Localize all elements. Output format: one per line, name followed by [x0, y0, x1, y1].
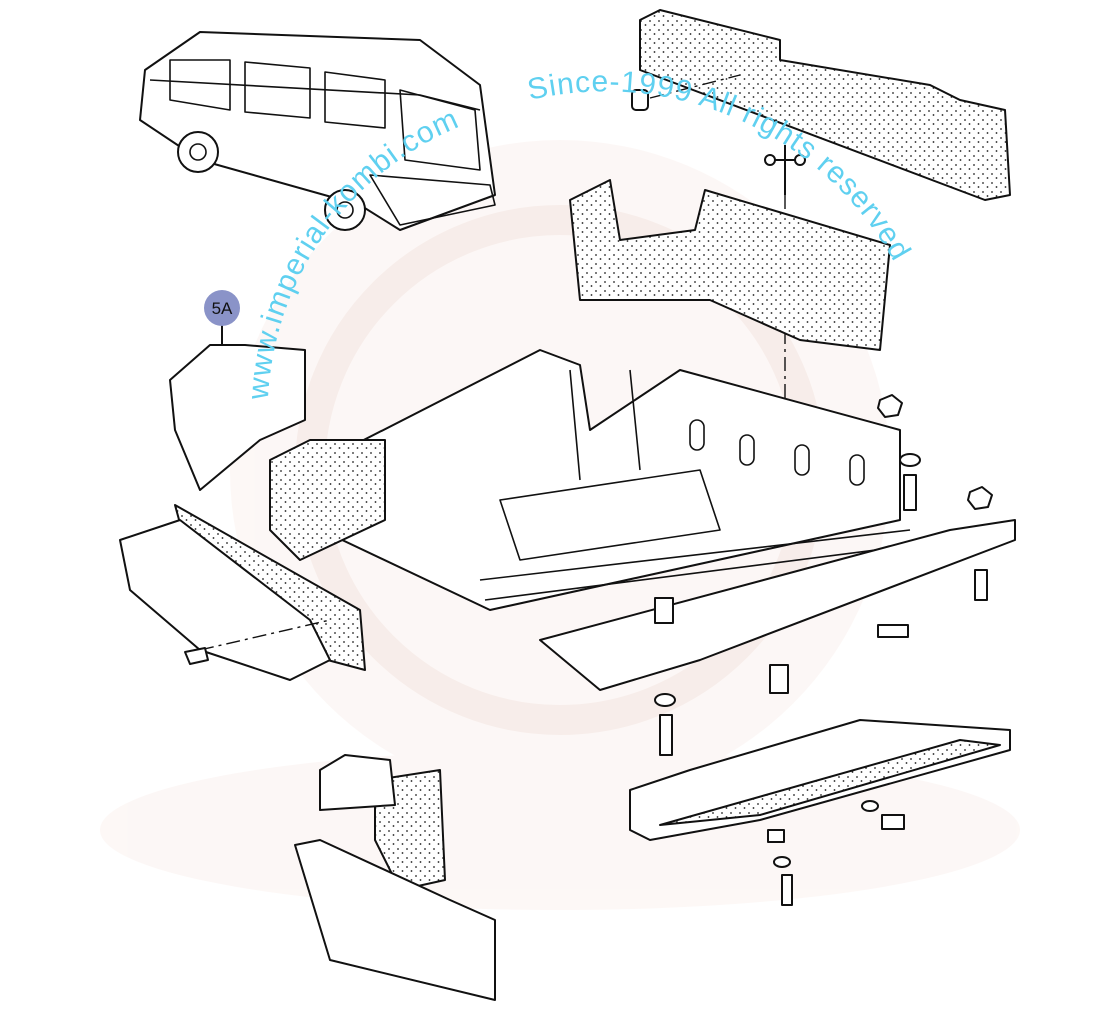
front-floor-section [294, 839, 496, 1001]
fasteners [654, 394, 993, 756]
heater-duct [119, 519, 331, 681]
rear-insulation-panel [639, 9, 1011, 201]
front-bracket [319, 754, 396, 811]
clip-fastener [764, 145, 806, 195]
van-illustration [139, 31, 496, 231]
callout-label: 5A [212, 299, 233, 318]
callout-5a[interactable]: 5A [204, 290, 240, 326]
step-fasteners [767, 800, 905, 906]
floor-insulation-panel [569, 179, 891, 351]
side-sill [539, 519, 1016, 691]
grommet [631, 89, 649, 111]
screw [184, 647, 209, 665]
side-foam-piece [269, 439, 386, 561]
floor-pan [299, 349, 916, 611]
